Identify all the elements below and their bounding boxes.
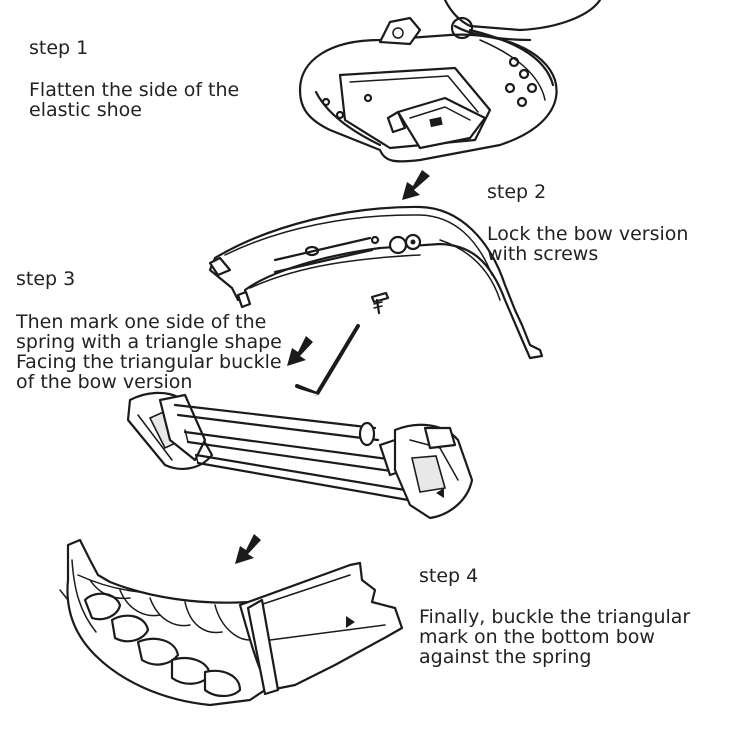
step4-final-illustration	[59, 538, 404, 707]
step2-bow-illustration	[208, 205, 544, 397]
step2-description: Lock the bow version with screws	[487, 223, 689, 265]
arrow-down-icon	[287, 336, 313, 366]
step3-title: step 3	[16, 268, 76, 290]
arrow-down-icon	[235, 534, 261, 564]
triangle-mark-icon	[346, 616, 355, 628]
step1-title: step 1	[29, 37, 89, 59]
step3-spring-illustration	[126, 391, 474, 520]
arrow-down-icon	[402, 170, 430, 200]
step4-description: Finally, buckle the triangular mark on t…	[419, 606, 691, 668]
step3-description: Then mark one side of the spring with a …	[16, 311, 282, 393]
screw-icon	[370, 291, 390, 315]
step2-title: step 2	[487, 181, 547, 203]
triangle-mark-icon	[436, 488, 444, 498]
step4-title: step 4	[419, 565, 479, 587]
step1-description: Flatten the side of the elastic shoe	[29, 79, 240, 121]
step1-shoe-illustration	[298, 0, 602, 163]
allen-key-icon	[295, 324, 360, 396]
